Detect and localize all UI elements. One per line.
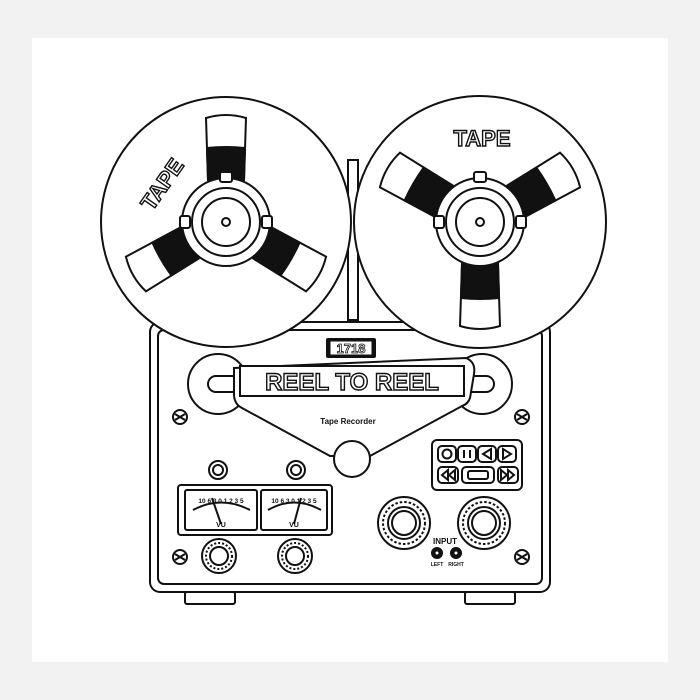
play-button[interactable] xyxy=(497,445,517,463)
reel-left-spindle xyxy=(221,217,231,227)
title-plate xyxy=(239,365,465,397)
screw-icon xyxy=(514,549,530,565)
fast-forward-icon xyxy=(500,467,516,483)
capstan-roller xyxy=(333,440,371,478)
record-button[interactable] xyxy=(437,445,457,463)
transport-panel xyxy=(431,439,523,491)
level-knob-right[interactable] xyxy=(277,538,313,574)
vu-meter-right xyxy=(260,489,328,531)
reel-left: TAPE xyxy=(100,96,352,348)
screw-icon xyxy=(172,549,188,565)
head-cover: REEL TO REEL Tape Recorder xyxy=(233,356,476,478)
level-knob-left[interactable] xyxy=(201,538,237,574)
foot-right xyxy=(464,591,516,605)
vu-scale-left: 10 6 3 0 1 2 3 5 xyxy=(198,498,244,505)
counter-value: 1718 xyxy=(337,341,366,356)
vu-unit-left: VU xyxy=(216,522,226,529)
vu-scale-right: 10 6 3 0 1 2 3 5 xyxy=(271,498,317,505)
rewind-button[interactable] xyxy=(477,445,497,463)
vu-needle-right xyxy=(293,497,302,525)
volume-knob-left[interactable] xyxy=(377,496,431,550)
screw-icon xyxy=(514,409,530,425)
fast-backward-icon xyxy=(440,467,456,483)
reel-right: TAPE xyxy=(353,95,607,349)
fast-backward-button[interactable] xyxy=(437,466,459,484)
vu-needle-left xyxy=(211,497,222,525)
stop-icon xyxy=(467,470,489,480)
indicator-lamps xyxy=(208,460,306,480)
foot-left xyxy=(184,591,236,605)
reel-right-label: TAPE xyxy=(453,126,510,151)
reel-window xyxy=(458,260,502,330)
stop-button[interactable] xyxy=(461,466,495,484)
screws xyxy=(172,409,530,565)
reel-window xyxy=(204,114,248,184)
fast-forward-button[interactable] xyxy=(497,466,519,484)
pause-button[interactable] xyxy=(457,445,477,463)
screw-icon xyxy=(172,409,188,425)
vu-meters: 10 6 3 0 1 2 3 5 VU 10 6 3 0 1 2 3 5 VU xyxy=(177,484,333,536)
vu-unit-right: VU xyxy=(289,522,299,529)
play-icon xyxy=(502,447,513,461)
vu-meter-left xyxy=(184,489,258,531)
reel-right-spindle xyxy=(475,217,485,227)
jack-right-label: RIGHT xyxy=(448,562,464,568)
pause-icon xyxy=(463,450,471,458)
volume-knob-right[interactable] xyxy=(457,496,511,550)
record-icon xyxy=(441,448,453,460)
input-jack-left[interactable] xyxy=(431,547,443,559)
jack-left-label: LEFT xyxy=(431,562,444,568)
title-text: REEL TO REEL xyxy=(265,369,439,396)
input-label: INPUT xyxy=(433,537,457,546)
tape-counter: 1718 xyxy=(326,338,376,358)
input-jack-right[interactable] xyxy=(450,547,462,559)
input-section: INPUT LEFT RIGHT xyxy=(431,537,464,568)
subtitle-text: Tape Recorder xyxy=(320,417,375,426)
rewind-icon xyxy=(481,447,492,461)
